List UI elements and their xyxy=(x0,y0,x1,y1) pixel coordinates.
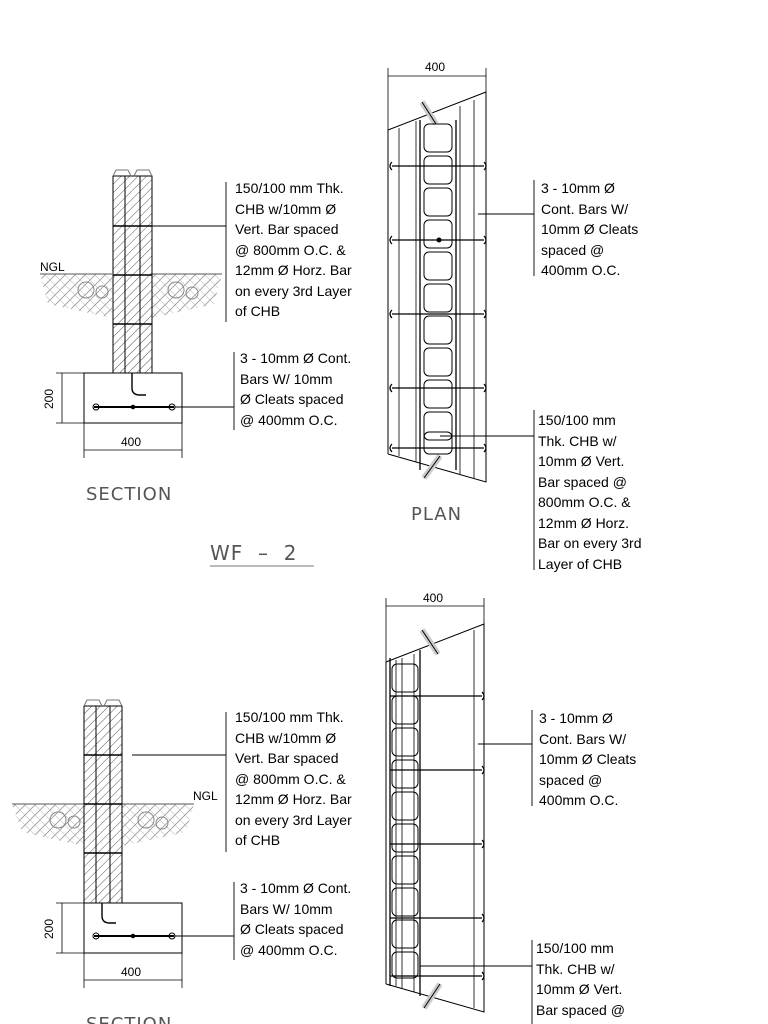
section-leaders-2 xyxy=(132,712,235,960)
wall-note-2: 150/100 mm Thk. CHB w/10mm Ø Vert. Bar s… xyxy=(235,709,352,848)
plan-detail-1 xyxy=(387,68,535,570)
chb-wall-1 xyxy=(112,169,153,374)
section-dimensions-2 xyxy=(56,902,183,988)
plan-chb-column-2 xyxy=(389,650,421,996)
footing-note-2: 3 - 10mm Ø Cont. Bars W/ 10mm Ø Cleats s… xyxy=(240,880,352,958)
plan-cleats-1 xyxy=(389,161,487,453)
ground-soil-2 xyxy=(12,803,194,846)
ground-soil-1 xyxy=(40,273,222,318)
footing-note-1: 3 - 10mm Ø Cont. Bars W/ 10mm Ø Cleats s… xyxy=(240,350,352,428)
plan-width-label-1: 400 xyxy=(425,60,445,74)
footing-width-label-2: 400 xyxy=(121,965,141,979)
plan-bars-note-2: 3 - 10mm Ø Cont. Bars W/ 10mm Ø Cleats s… xyxy=(539,710,637,808)
wf2-title: WF – 2 xyxy=(210,541,297,565)
plan-width-label-2: 400 xyxy=(423,591,443,605)
section-detail-1 xyxy=(40,169,235,458)
section-detail-2 xyxy=(12,699,235,988)
plan-bars-note-1: 3 - 10mm Ø Cont. Bars W/ 10mm Ø Cleats s… xyxy=(541,180,639,278)
plan-footing-outline-1 xyxy=(387,91,487,483)
plan-dimension-2 xyxy=(385,598,485,662)
section-leaders-1 xyxy=(130,182,235,430)
footing-2 xyxy=(83,902,183,954)
ngl-label-1: NGL xyxy=(40,260,65,274)
footing-height-label-1: 200 xyxy=(42,389,56,409)
wall-note-1: 150/100 mm Thk. CHB w/10mm Ø Vert. Bar s… xyxy=(235,180,352,319)
plan-chb-note-2: 150/100 mm Thk. CHB w/ 10mm Ø Vert. Bar … xyxy=(536,940,625,1018)
footing-height-label-2: 200 xyxy=(42,919,56,939)
plan-footing-outline-2 xyxy=(385,623,485,1013)
footing-width-label-1: 400 xyxy=(121,435,141,449)
ngl-label-2: NGL xyxy=(193,789,218,803)
chb-wall-2 xyxy=(83,699,123,904)
plan-leaders-1 xyxy=(440,180,535,570)
plan-dimension-1 xyxy=(387,68,487,130)
plan-title-1: PLAN xyxy=(411,504,462,525)
section-dimensions-1 xyxy=(56,372,183,458)
footing-1 xyxy=(83,372,183,424)
plan-cleats-2 xyxy=(390,691,485,981)
plan-chb-column-1 xyxy=(419,120,457,470)
plan-chb-note-1: 150/100 mm Thk. CHB w/ 10mm Ø Vert. Bar … xyxy=(538,412,642,572)
plan-leaders-2 xyxy=(420,710,533,1024)
section-title-1: SECTION xyxy=(86,484,172,505)
plan-detail-2 xyxy=(385,598,533,1024)
section-title-2: SECTION xyxy=(86,1014,172,1024)
